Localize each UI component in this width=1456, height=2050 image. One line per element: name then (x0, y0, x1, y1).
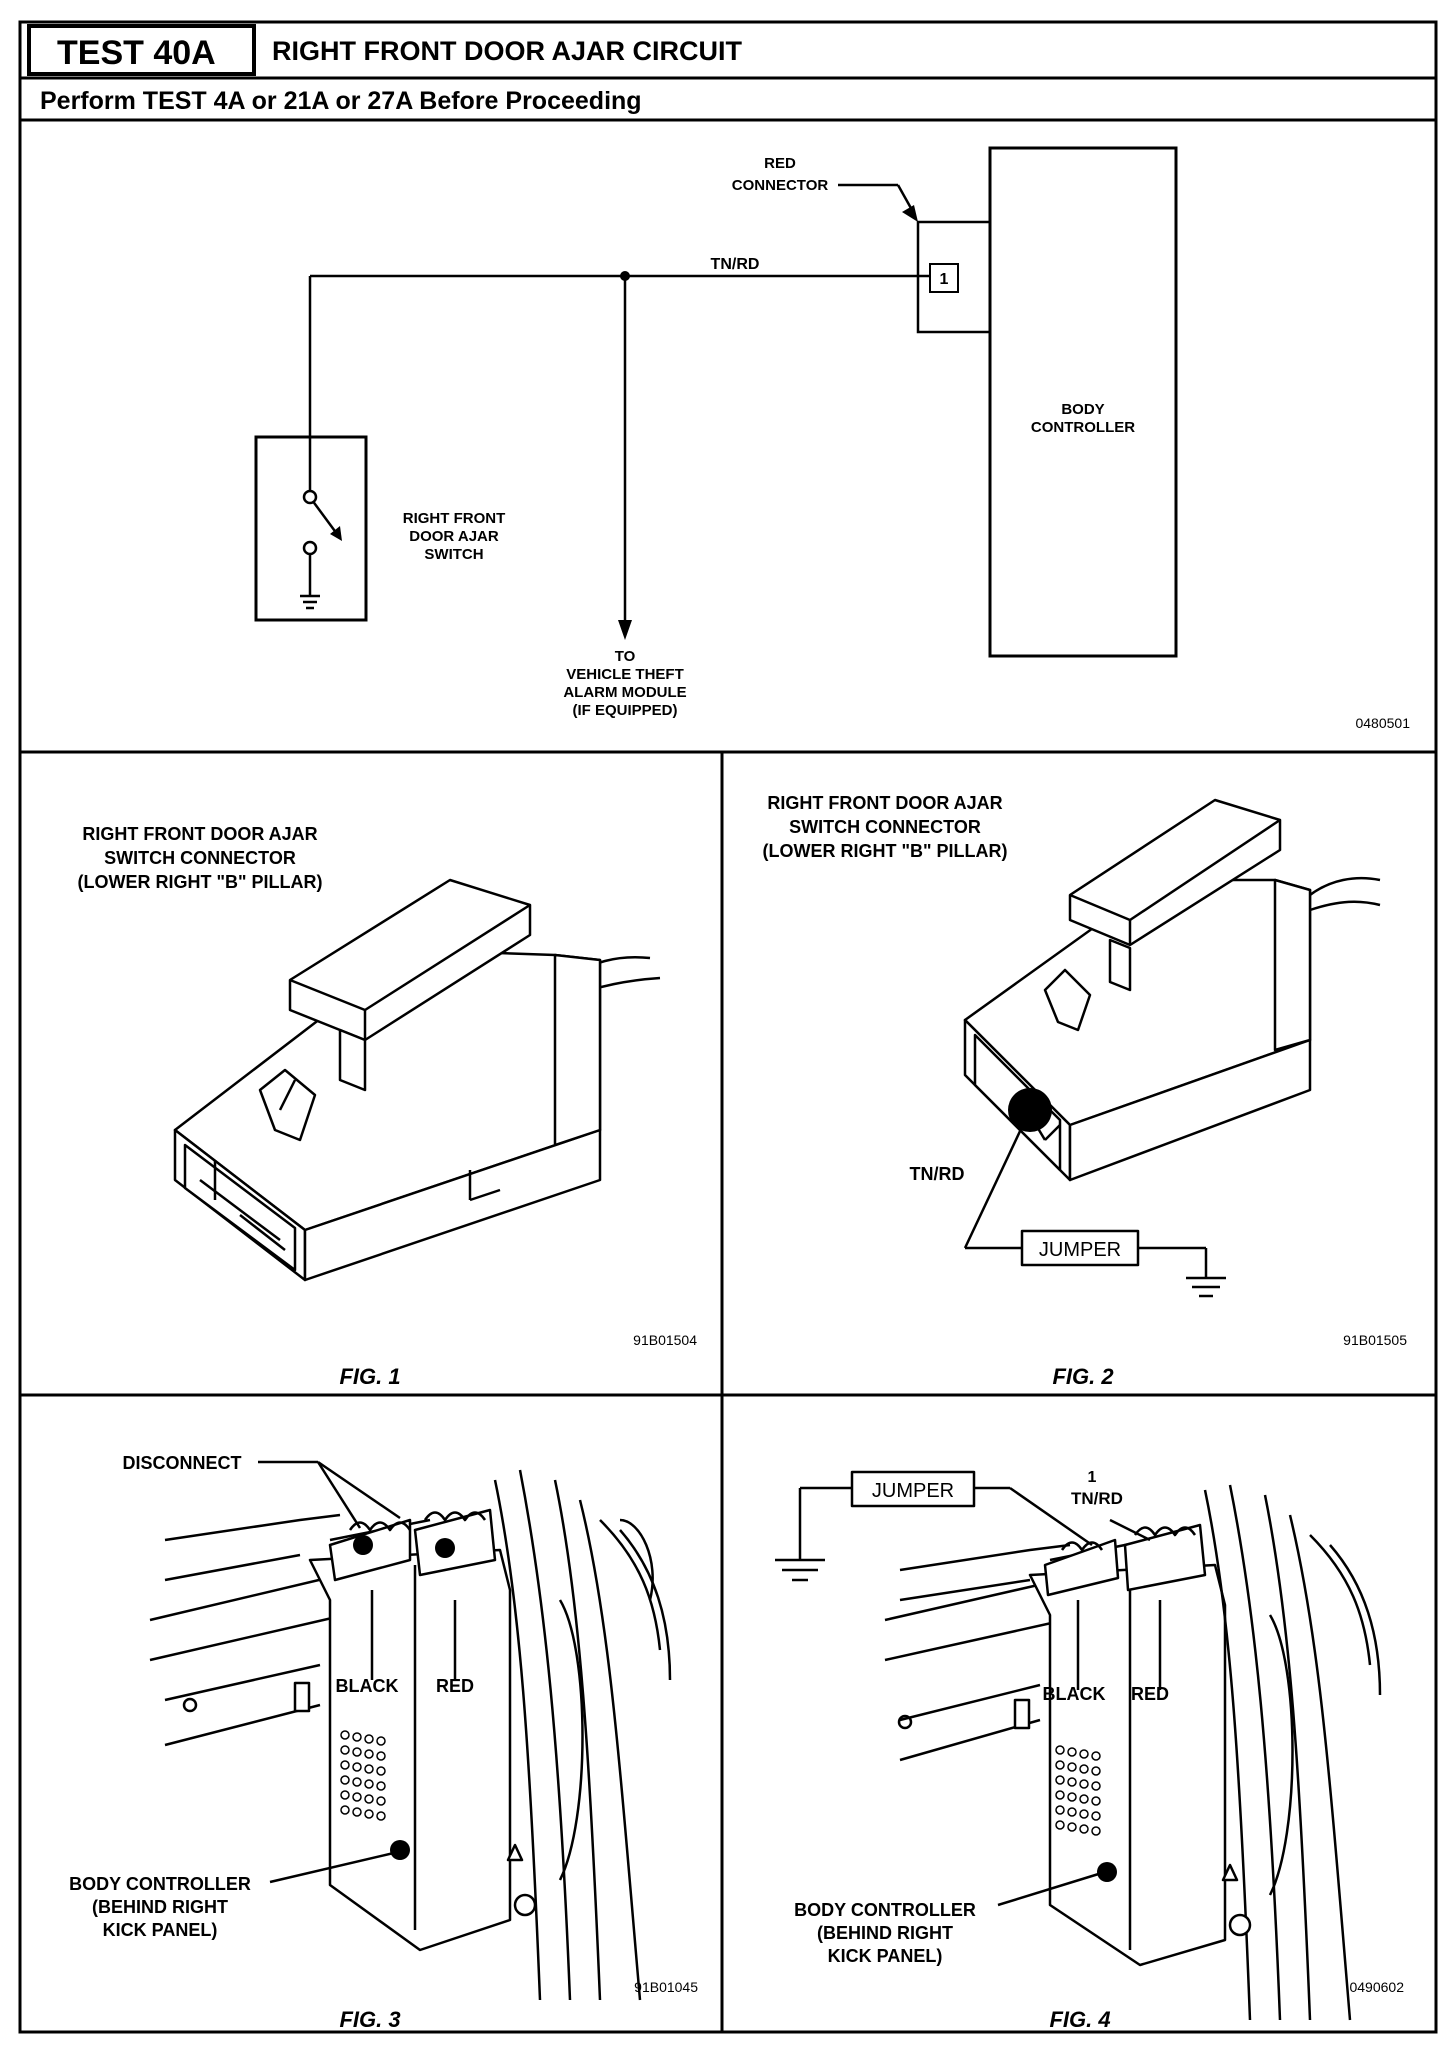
theft-label-4: (IF EQUIPPED) (572, 702, 677, 719)
body-controller-block (988, 146, 1178, 658)
fig4-wire-label: TN/RD (1071, 1489, 1123, 1508)
fig3-body-controller-label-2: (BEHIND RIGHT (92, 1897, 228, 1917)
arrow-down-icon (618, 620, 632, 640)
fig3-body-controller-label-3: KICK PANEL) (103, 1920, 218, 1940)
fig3-black-label: BLACK (336, 1676, 399, 1696)
fig3-body-controller-label-1: BODY CONTROLLER (69, 1874, 251, 1894)
fig3-connector-dot-red (435, 1538, 455, 1558)
page-title: RIGHT FRONT DOOR AJAR CIRCUIT (272, 36, 742, 66)
switch-label-2: DOOR AJAR (409, 528, 499, 545)
fig4-body-controller-label-1: BODY CONTROLLER (794, 1900, 976, 1920)
fig1-label-2: SWITCH CONNECTOR (104, 848, 296, 868)
connector-arrow-icon (902, 205, 918, 222)
theft-label-1: TO (615, 648, 636, 665)
connector-pin-box (929, 263, 959, 293)
fig2-label-2: SWITCH CONNECTOR (789, 817, 981, 837)
fig3-body-controller-drawing (149, 1460, 672, 2001)
fig2-connector-drawing (963, 798, 1381, 1298)
red-connector-label-2: CONNECTOR (732, 177, 829, 194)
fig1-connector-drawing (173, 878, 661, 1282)
fig1-label-1: RIGHT FRONT DOOR AJAR (82, 824, 317, 844)
fig2-caption: FIG. 2 (1052, 1364, 1114, 1389)
theft-label-2: VEHICLE THEFT (566, 666, 684, 683)
body-controller-label-1: BODY (1061, 401, 1104, 418)
fig2-label-3: (LOWER RIGHT "B" PILLAR) (762, 841, 1007, 861)
wire-label: TN/RD (711, 256, 760, 273)
fig4-black-label: BLACK (1043, 1684, 1106, 1704)
fig4-red-label: RED (1131, 1684, 1169, 1704)
fig2-label-1: RIGHT FRONT DOOR AJAR (767, 793, 1002, 813)
red-connector-label-1: RED (764, 155, 796, 172)
pin-number: 1 (940, 271, 949, 288)
fig4-jumper-box (850, 1470, 976, 1508)
fig4-body-controller-label-2: (BEHIND RIGHT (817, 1923, 953, 1943)
fig3-red-label: RED (436, 1676, 474, 1696)
page-frame (18, 20, 1438, 2034)
fig4-mount-dot (1097, 1862, 1117, 1882)
prerequisite-text: Perform TEST 4A or 21A or 27A Before Pro… (40, 87, 642, 115)
fig3-code: 91B01045 (634, 1979, 698, 1995)
switch-label-3: SWITCH (424, 546, 483, 563)
fig1-label-3: (LOWER RIGHT "B" PILLAR) (77, 872, 322, 892)
figure-code: 0480501 (1355, 715, 1410, 731)
splice-dot (620, 271, 630, 281)
fig4-body-controller-drawing (775, 1470, 1382, 2021)
fig4-caption: FIG. 4 (1049, 2007, 1110, 2032)
fig2-code: 91B01505 (1343, 1332, 1407, 1348)
fig1-caption: FIG. 1 (339, 1364, 400, 1389)
switch-label-1: RIGHT FRONT (403, 510, 506, 527)
fig1-code: 91B01504 (633, 1332, 697, 1348)
fig4-body-controller-label-3: KICK PANEL) (828, 1946, 943, 1966)
fig2-jumper-box (1020, 1229, 1140, 1267)
fig4-pin-label: 1 (1088, 1469, 1097, 1486)
fig3-caption: FIG. 3 (339, 2007, 400, 2032)
body-controller-label-2: CONTROLLER (1031, 419, 1135, 436)
fig2-wire-label: TN/RD (910, 1164, 965, 1184)
door-ajar-switch-box (254, 435, 368, 622)
fig2-jumper-label: JUMPER (1039, 1239, 1121, 1261)
fig4-jumper-label: JUMPER (872, 1480, 954, 1502)
circuit-schematic: RED CONNECTOR TN/RD 1 BODY CONTROLLER RI… (254, 146, 1410, 731)
fig3-mount-dot (390, 1840, 410, 1860)
switch-arrow-icon (330, 526, 342, 541)
fig3-connector-dot-black (353, 1535, 373, 1555)
fig3-vent-grid (340, 1730, 386, 1821)
fig4-vent-grid (1055, 1745, 1101, 1836)
test-label: TEST 40A (57, 34, 216, 72)
fig4-code: 0490602 (1349, 1979, 1404, 1995)
theft-label-3: ALARM MODULE (563, 684, 686, 701)
fig2-terminal-probe (1008, 1088, 1052, 1132)
fig3-disconnect-label: DISCONNECT (122, 1453, 241, 1473)
